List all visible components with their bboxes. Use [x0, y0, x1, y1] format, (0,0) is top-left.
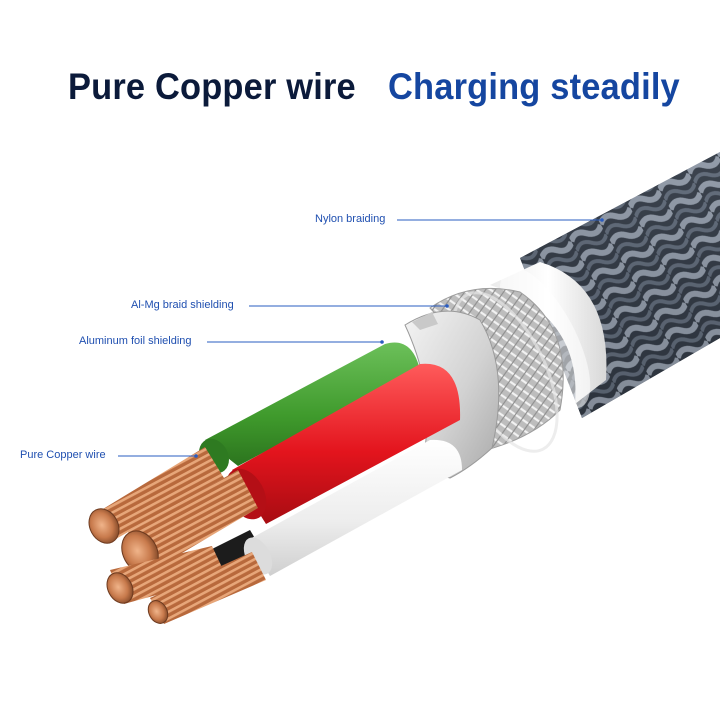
- headline: Pure Copper wire Charging steadily: [0, 66, 720, 126]
- copper-strands-green: [88, 447, 224, 544]
- copper-strands-black: [106, 546, 226, 604]
- callout-al-mg-braid-shielding: Al-Mg braid shielding: [131, 299, 234, 311]
- callout-nylon-braiding: Nylon braiding: [315, 213, 386, 225]
- headline-left: Pure Copper wire: [68, 66, 356, 107]
- callout-pure-copper-wire: Pure Copper wire: [20, 449, 106, 461]
- copper-strands-white: [147, 552, 266, 624]
- callout-leaders: [118, 218, 604, 458]
- headline-right: Charging steadily: [388, 66, 680, 107]
- callout-aluminum-foil-shielding: Aluminum foil shielding: [79, 335, 192, 347]
